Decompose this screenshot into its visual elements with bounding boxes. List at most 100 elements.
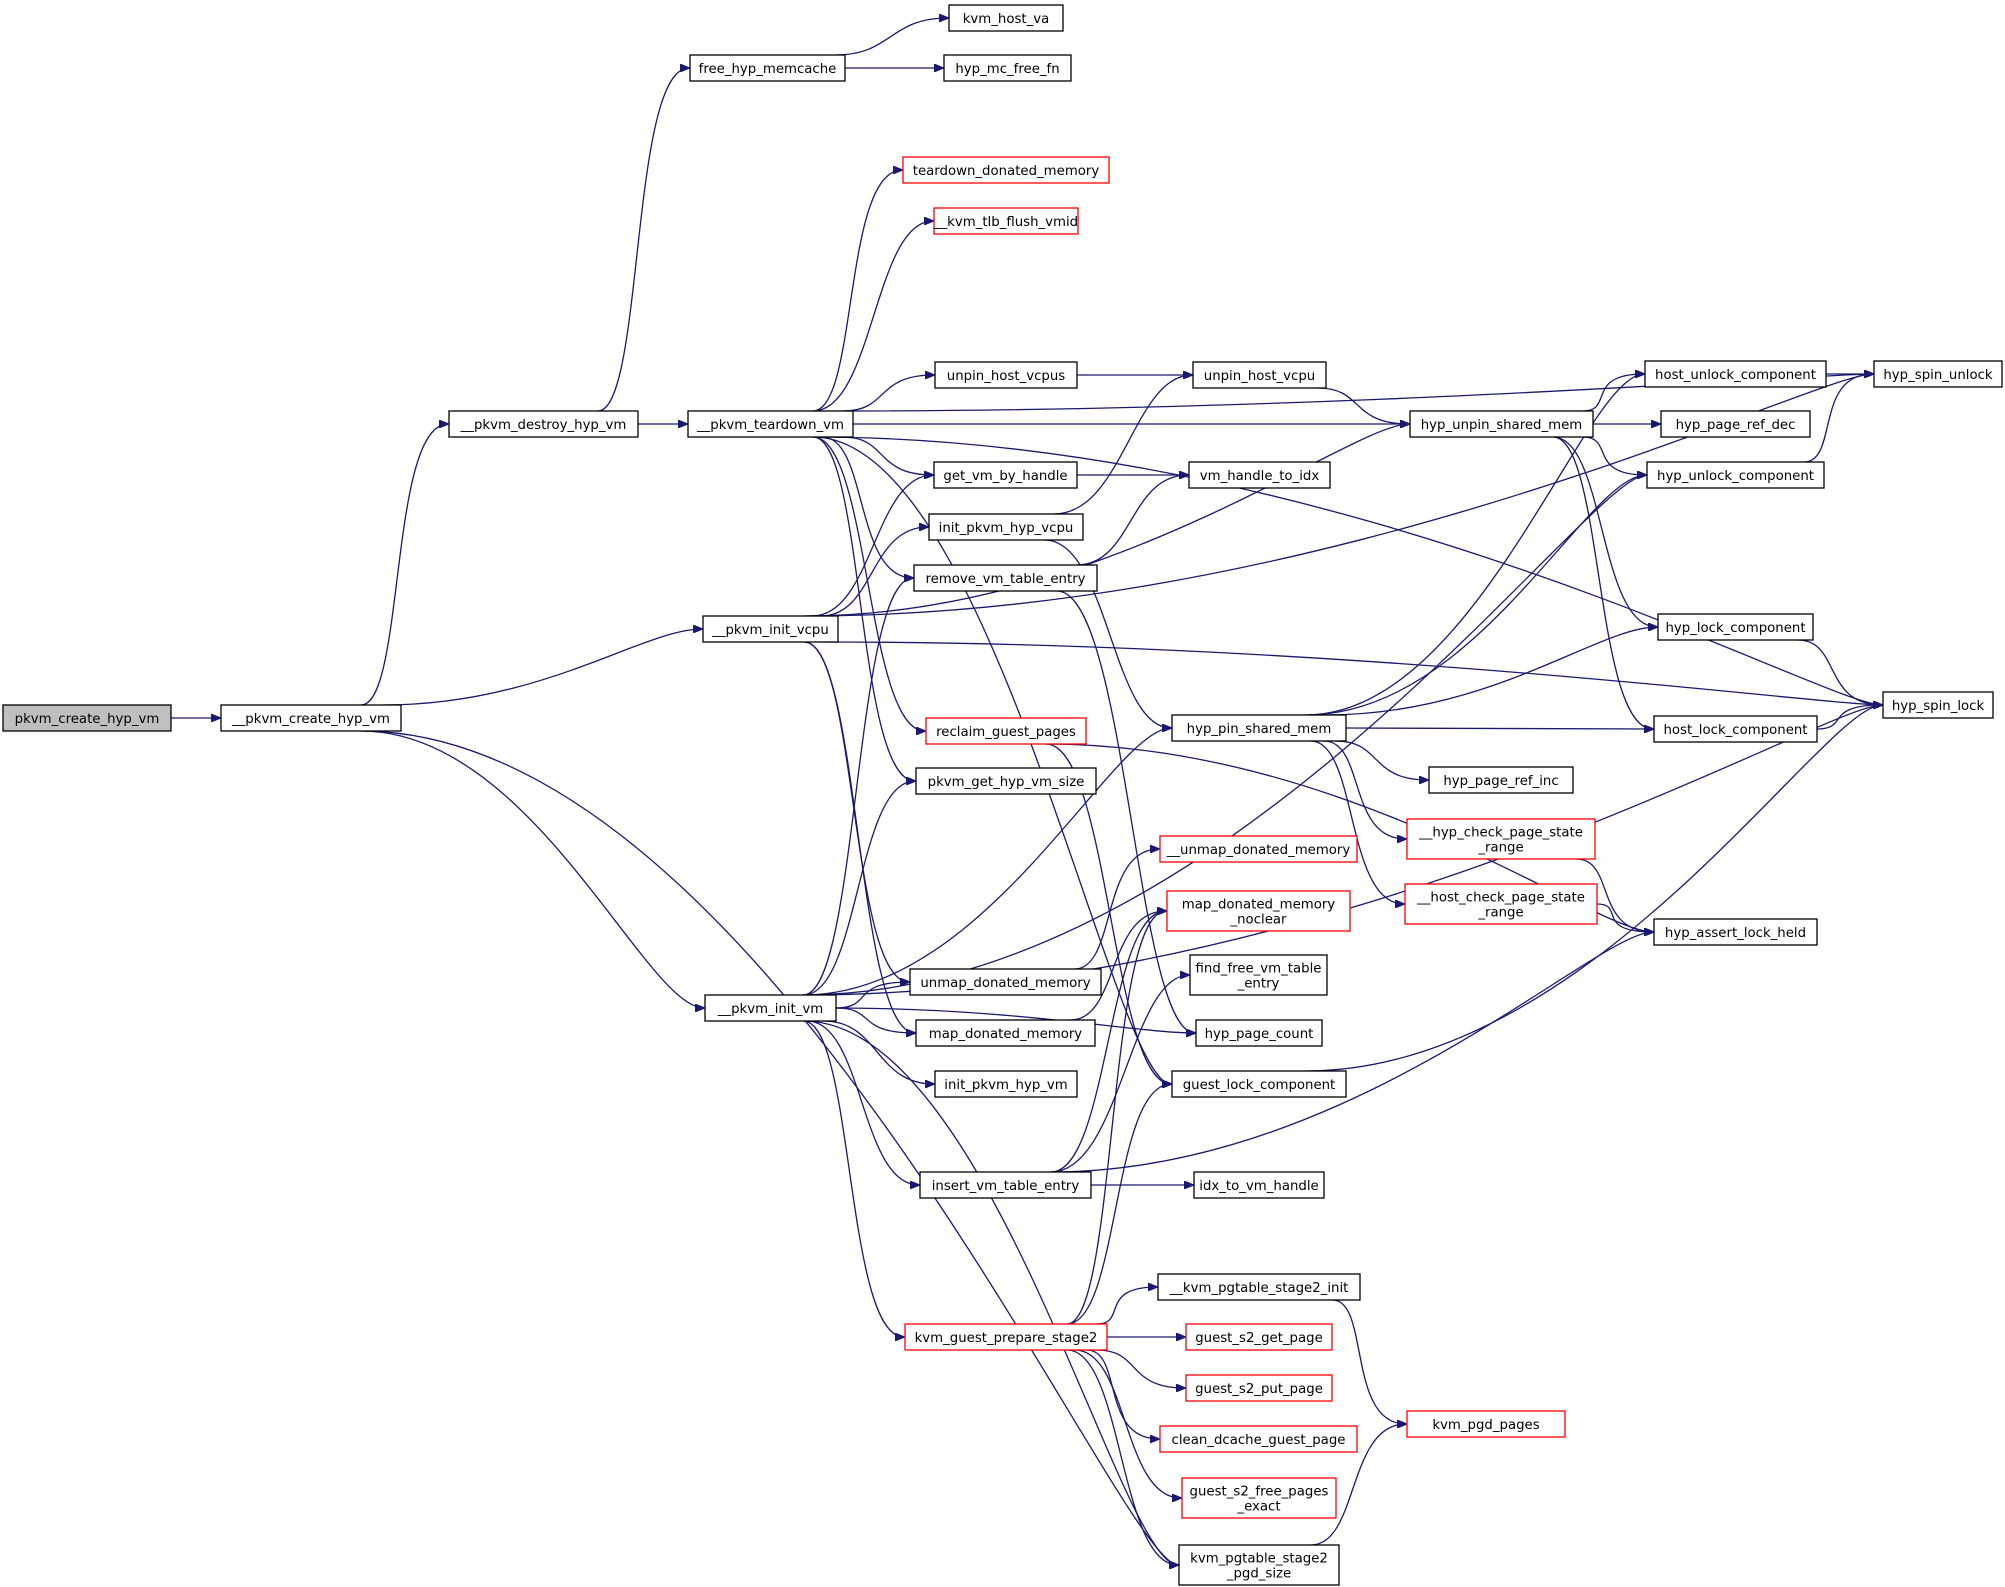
edge-arrow [1803, 374, 1873, 463]
node-unpin-shared[interactable]: hyp_unpin_shared_mem [1409, 410, 1594, 438]
edge-arrow [1305, 475, 1646, 716]
node-label: hyp_page_ref_dec [1676, 418, 1796, 433]
node-label: unpin_host_vcpus [947, 369, 1065, 384]
node-s2-free[interactable]: guest_s2_free_pages_exact [1181, 1477, 1337, 1519]
edge-n_unmap_donated-to-n_unmap_donated_raw [1074, 849, 1159, 970]
node-unmap-donated-raw[interactable]: __unmap_donated_memory [1159, 835, 1358, 863]
node-label: unpin_host_vcpu [1204, 369, 1315, 384]
node-hyp-unlock[interactable]: hyp_unlock_component [1646, 461, 1825, 489]
node-box [1157, 1273, 1361, 1301]
node-insert-entry[interactable]: insert_vm_table_entry [919, 1171, 1092, 1199]
node-box [933, 461, 1078, 489]
node-s2-get[interactable]: guest_s2_get_page [1185, 1323, 1333, 1351]
edge-n_host_lock-to-n_spin_lock [1816, 705, 1882, 730]
edge-arrow [1074, 1349, 1181, 1498]
node-label: remove_vm_table_entry [925, 572, 1085, 587]
edge-arrow [842, 436, 933, 475]
edge-n_pin_shared-to-n_hyp_unlock [1305, 475, 1646, 716]
edge-arrow [1317, 387, 1409, 424]
node-unpin-vcpus[interactable]: unpin_host_vcpus [934, 361, 1078, 389]
node-label: __pkvm_init_vm [717, 1002, 823, 1017]
node-unpin-vcpu[interactable]: unpin_host_vcpu [1192, 361, 1327, 389]
edge-arrow [1576, 858, 1653, 932]
node-label: hyp_page_ref_inc [1443, 774, 1558, 789]
node-spin-unlock[interactable]: hyp_spin_unlock [1873, 360, 2003, 388]
node-root[interactable]: pkvm_create_hyp_vm [2, 704, 172, 732]
edge-n_insert_entry-to-n_find_free [1050, 975, 1189, 1173]
node-ref-dec[interactable]: hyp_page_ref_dec [1660, 410, 1811, 438]
node-host-lock[interactable]: host_lock_component [1653, 715, 1818, 743]
node-label: _range [1477, 906, 1523, 921]
node-label: map_donated_memory [929, 1027, 1083, 1042]
node-init-hyp-vm[interactable]: init_pkvm_hyp_vm [934, 1070, 1078, 1098]
edge-arrow [1086, 1349, 1159, 1439]
node-label: free_hyp_memcache [699, 62, 837, 77]
node-box [702, 615, 839, 643]
node-s2-put[interactable]: guest_s2_put_page [1185, 1374, 1333, 1402]
edge-n_init_vm-to-n_vm_size [803, 781, 915, 996]
node-map-noclear[interactable]: map_donated_memory_noclear [1166, 890, 1351, 932]
node-box [948, 4, 1064, 32]
node-teardown-vm[interactable]: __pkvm_teardown_vm [687, 410, 854, 438]
edge-arrow [1816, 705, 1882, 730]
node-map-donated[interactable]: map_donated_memory [915, 1019, 1096, 1047]
node-tlb-flush[interactable]: __kvm_tlb_flush_vmid [933, 207, 1079, 235]
node-host-va[interactable]: kvm_host_va [948, 4, 1064, 32]
edge-arrow [1070, 911, 1166, 1021]
node-vm-size[interactable]: pkvm_get_hyp_vm_size [915, 767, 1097, 795]
node-create[interactable]: __pkvm_create_hyp_vm [220, 704, 402, 732]
node-reclaim[interactable]: reclaim_guest_pages [925, 717, 1087, 745]
node-init-vm[interactable]: __pkvm_init_vm [704, 994, 837, 1022]
edge-n_destroy-to-n_free_memcache [597, 68, 689, 412]
node-box [1159, 835, 1358, 863]
edge-n_init_vm-to-n_insert_entry [807, 1020, 919, 1185]
node-mc-free[interactable]: hyp_mc_free_fn [943, 54, 1072, 82]
node-label: hyp_lock_component [1665, 621, 1805, 636]
node-pgd-size[interactable]: kvm_pgtable_stage2_pgd_size [1178, 1544, 1340, 1586]
edge-n_unpin_shared-to-n_hyp_lock [1552, 436, 1657, 627]
node-init-vcpu[interactable]: __pkvm_init_vcpu [702, 615, 839, 643]
node-host-unlock[interactable]: host_unlock_component [1644, 360, 1827, 388]
node-vm-handle-idx[interactable]: vm_handle_to_idx [1188, 461, 1331, 489]
node-ref-inc[interactable]: hyp_page_ref_inc [1428, 766, 1574, 794]
edge-arrow [360, 424, 448, 706]
node-clean-dcache[interactable]: clean_dcache_guest_page [1159, 1425, 1358, 1453]
edge-arrow [1305, 705, 1882, 1072]
node-teardown-donated[interactable]: teardown_donated_memory [902, 156, 1110, 184]
edge-n_prepare_stage2-to-n_pgd_size [1066, 1349, 1178, 1565]
node-pgtable-init[interactable]: __kvm_pgtable_stage2_init [1157, 1273, 1361, 1301]
edge-n_create-to-n_init_vm [360, 730, 704, 1008]
node-pin-shared[interactable]: hyp_pin_shared_mem [1171, 714, 1347, 742]
node-destroy[interactable]: __pkvm_destroy_hyp_vm [448, 410, 639, 438]
node-box [1653, 715, 1818, 743]
node-box [1189, 954, 1328, 996]
node-spin-lock[interactable]: hyp_spin_lock [1882, 691, 1994, 719]
node-host-check[interactable]: __host_check_page_state_range [1404, 883, 1598, 925]
node-free-memcache[interactable]: free_hyp_memcache [689, 54, 846, 82]
node-hyp-lock[interactable]: hyp_lock_component [1657, 613, 1814, 641]
node-init-hyp-vcpu[interactable]: init_pkvm_hyp_vcpu [928, 513, 1084, 541]
edge-arrow [1582, 436, 1646, 475]
node-label: __pkvm_destroy_hyp_vm [460, 418, 627, 433]
edge-arrow [383, 629, 702, 706]
node-get-vm[interactable]: get_vm_by_handle [933, 461, 1078, 489]
node-page-count[interactable]: hyp_page_count [1195, 1019, 1323, 1047]
node-prepare-stage2[interactable]: kvm_guest_prepare_stage2 [904, 1323, 1108, 1351]
edge-arrow [803, 1020, 904, 1337]
node-box [915, 1019, 1096, 1047]
edge-n_init_vm-to-n_map_donated [835, 1007, 915, 1033]
node-unmap-donated[interactable]: unmap_donated_memory [909, 968, 1102, 996]
node-box [1192, 361, 1327, 389]
node-assert-lock[interactable]: hyp_assert_lock_held [1653, 918, 1818, 946]
node-box [1653, 918, 1818, 946]
node-remove-entry[interactable]: remove_vm_table_entry [913, 564, 1098, 592]
node-pgd-pages[interactable]: kvm_pgd_pages [1406, 1410, 1566, 1438]
node-find-free[interactable]: find_free_vm_table_entry [1189, 954, 1328, 996]
node-hyp-check[interactable]: __hyp_check_page_state_range [1406, 818, 1596, 860]
node-idx-handle[interactable]: idx_to_vm_handle [1193, 1171, 1325, 1199]
node-guest-lock[interactable]: guest_lock_component [1171, 1070, 1347, 1098]
node-label: host_unlock_component [1655, 368, 1816, 383]
edge-arrow [812, 436, 1882, 705]
edge-n_unpin_shared-to-n_host_unlock [1582, 374, 1644, 412]
